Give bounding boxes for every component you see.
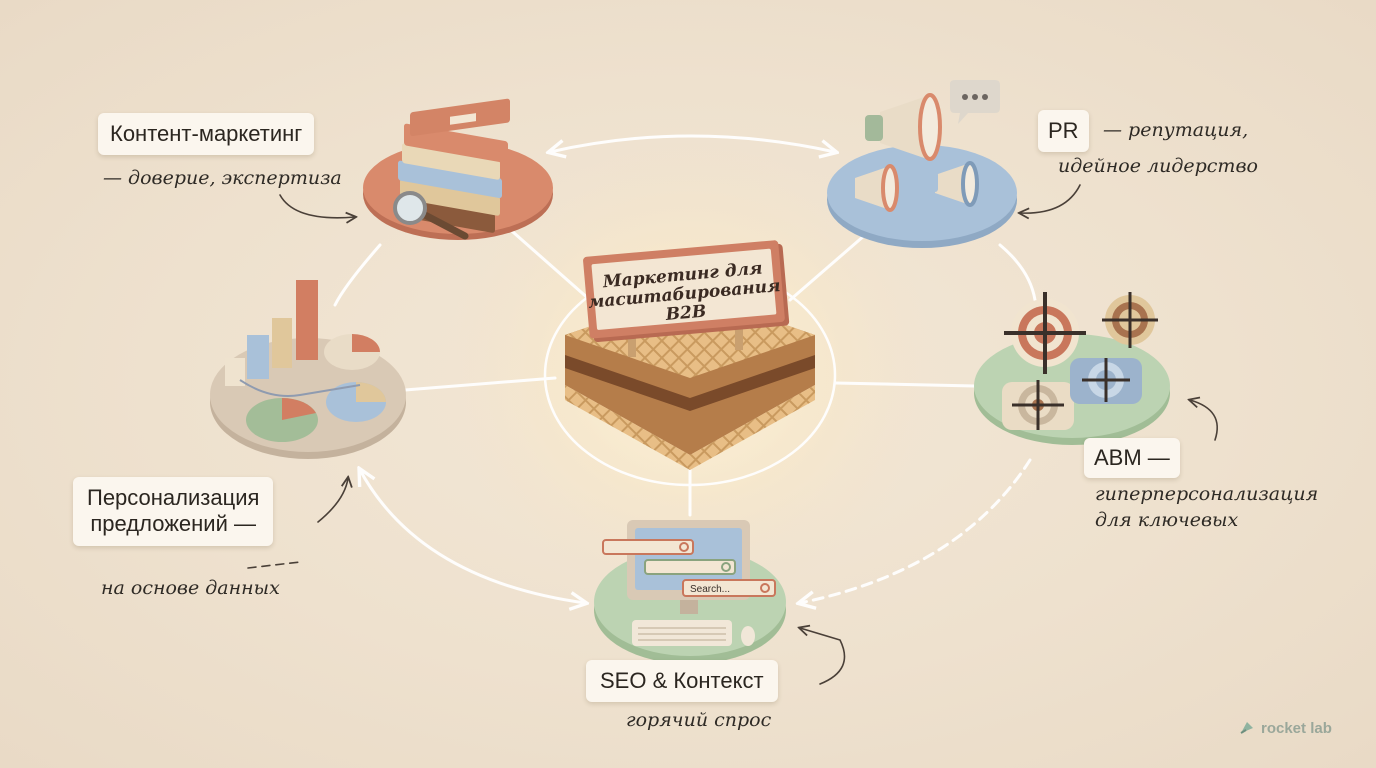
sign-line-3: B2B bbox=[664, 302, 707, 326]
search-icon bbox=[760, 583, 770, 593]
connector-content-pr bbox=[550, 134, 835, 152]
note-arrow-personalization bbox=[317, 478, 348, 523]
note-arrows bbox=[247, 184, 1218, 685]
personalization-label: Персонализация предложений — bbox=[73, 477, 274, 546]
connector-charts-center bbox=[403, 376, 557, 392]
pie-chart-top bbox=[324, 334, 380, 370]
megaphone-small-left bbox=[855, 164, 899, 212]
abm-note-line-2: для ключевых bbox=[1095, 509, 1239, 531]
personalization-note: на основе данных bbox=[101, 577, 280, 599]
connector-content-center bbox=[503, 223, 592, 302]
connector-pr-center bbox=[788, 233, 867, 302]
pr-note-line-1: — репутация, bbox=[1103, 119, 1249, 141]
megaphone-icon bbox=[827, 80, 1017, 248]
connector-lines bbox=[333, 134, 1037, 603]
connector-pr-abm bbox=[998, 243, 1037, 302]
pie-chart-bottom-left bbox=[246, 398, 318, 442]
sign-board-face bbox=[591, 248, 777, 330]
seo-label: SEO & Контекст bbox=[586, 660, 778, 703]
personalization-title-line-1: Персонализация bbox=[87, 485, 260, 510]
target-large bbox=[1004, 292, 1086, 374]
speech-bubble-icon bbox=[950, 80, 1000, 124]
target-small-left bbox=[1002, 380, 1074, 430]
charts-icon bbox=[210, 280, 406, 459]
monitor-stand bbox=[680, 600, 698, 614]
search-input: Search... bbox=[682, 579, 776, 597]
content-marketing-label: Контент-маркетинг bbox=[98, 113, 315, 156]
books-icon bbox=[363, 98, 553, 240]
magnifier-icon bbox=[393, 191, 469, 240]
abm-note-line-1: гиперперсонализация bbox=[1095, 483, 1319, 505]
personalization-title-line-2: предложений — bbox=[90, 511, 256, 537]
brand-logo: rocket lab bbox=[1238, 719, 1332, 737]
keyboard bbox=[632, 620, 732, 646]
connector-abm-center bbox=[833, 381, 977, 388]
mouse bbox=[741, 626, 755, 646]
content-marketing-note: — доверие, экспертиза bbox=[103, 167, 342, 189]
waffle-front bbox=[565, 385, 815, 470]
megaphone-small-right bbox=[926, 161, 979, 207]
brand-name: rocket lab bbox=[1261, 719, 1332, 737]
connector-content-charts bbox=[333, 243, 382, 307]
abm-label: ABM — bbox=[1084, 438, 1180, 479]
connector-abm-seo bbox=[800, 458, 1032, 603]
target-blue bbox=[1070, 358, 1142, 404]
sign-post-left bbox=[628, 325, 636, 357]
pie-chart-bottom-right bbox=[326, 382, 386, 422]
pr-label: PR bbox=[1038, 110, 1089, 153]
search-placeholder: Search... bbox=[690, 584, 730, 595]
pr-note-line-2: идейное лидерство bbox=[1058, 155, 1258, 177]
note-arrow-pr bbox=[1020, 184, 1081, 213]
seo-note: горячий спрос bbox=[626, 709, 772, 731]
note-dash-personalization bbox=[247, 561, 301, 569]
waffle-layer-stripe bbox=[565, 355, 815, 411]
megaphone-large bbox=[865, 93, 942, 161]
note-arrow-seo bbox=[800, 628, 846, 685]
note-arrow-content bbox=[279, 194, 355, 218]
bar-blocks bbox=[225, 280, 318, 386]
search-bar-top bbox=[602, 539, 694, 555]
target-small-right bbox=[1102, 292, 1158, 348]
computer-icon: Search... bbox=[594, 520, 786, 664]
center-sign: Маркетинг для масштабирования B2B bbox=[583, 240, 790, 343]
connector-charts-seo bbox=[360, 470, 585, 603]
sign-post-right bbox=[735, 318, 743, 350]
data-lines bbox=[239, 379, 361, 397]
note-arrow-abm bbox=[1190, 400, 1218, 441]
target-icon bbox=[974, 292, 1170, 445]
rocket-lab-logo bbox=[1240, 722, 1253, 734]
center-waffle: Маркетинг для масштабирования B2B bbox=[565, 240, 815, 470]
search-bar-mid bbox=[644, 559, 736, 575]
